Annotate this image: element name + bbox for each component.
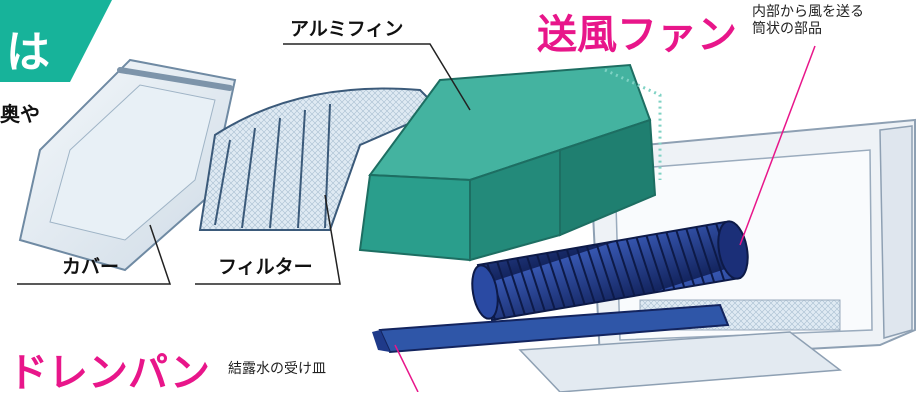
fan-desc-line1: 内部から風を送る	[752, 4, 864, 20]
label-aluminum-fin: アルミフィン	[290, 18, 404, 40]
fan-title: 送風ファン	[537, 12, 737, 58]
fan-desc-line2: 筒状の部品	[752, 21, 822, 37]
drain-title: ドレンパン	[8, 350, 210, 396]
aluminum-fin	[358, 63, 662, 262]
label-filter: フィルター	[218, 256, 313, 278]
label-cover: カバー	[62, 256, 120, 278]
cover-panel	[18, 58, 237, 272]
fan-description: 内部から風を送る 筒状の部品	[752, 4, 864, 38]
partial-heading-text: 奥や	[0, 102, 40, 126]
leader-lines	[17, 43, 816, 392]
drain-pan-part	[372, 303, 730, 354]
banner-text: は	[6, 27, 50, 78]
blower-fan-cylinder	[471, 220, 749, 322]
title-banner	[0, 0, 112, 82]
drain-description: 結露水の受け皿	[228, 361, 326, 377]
